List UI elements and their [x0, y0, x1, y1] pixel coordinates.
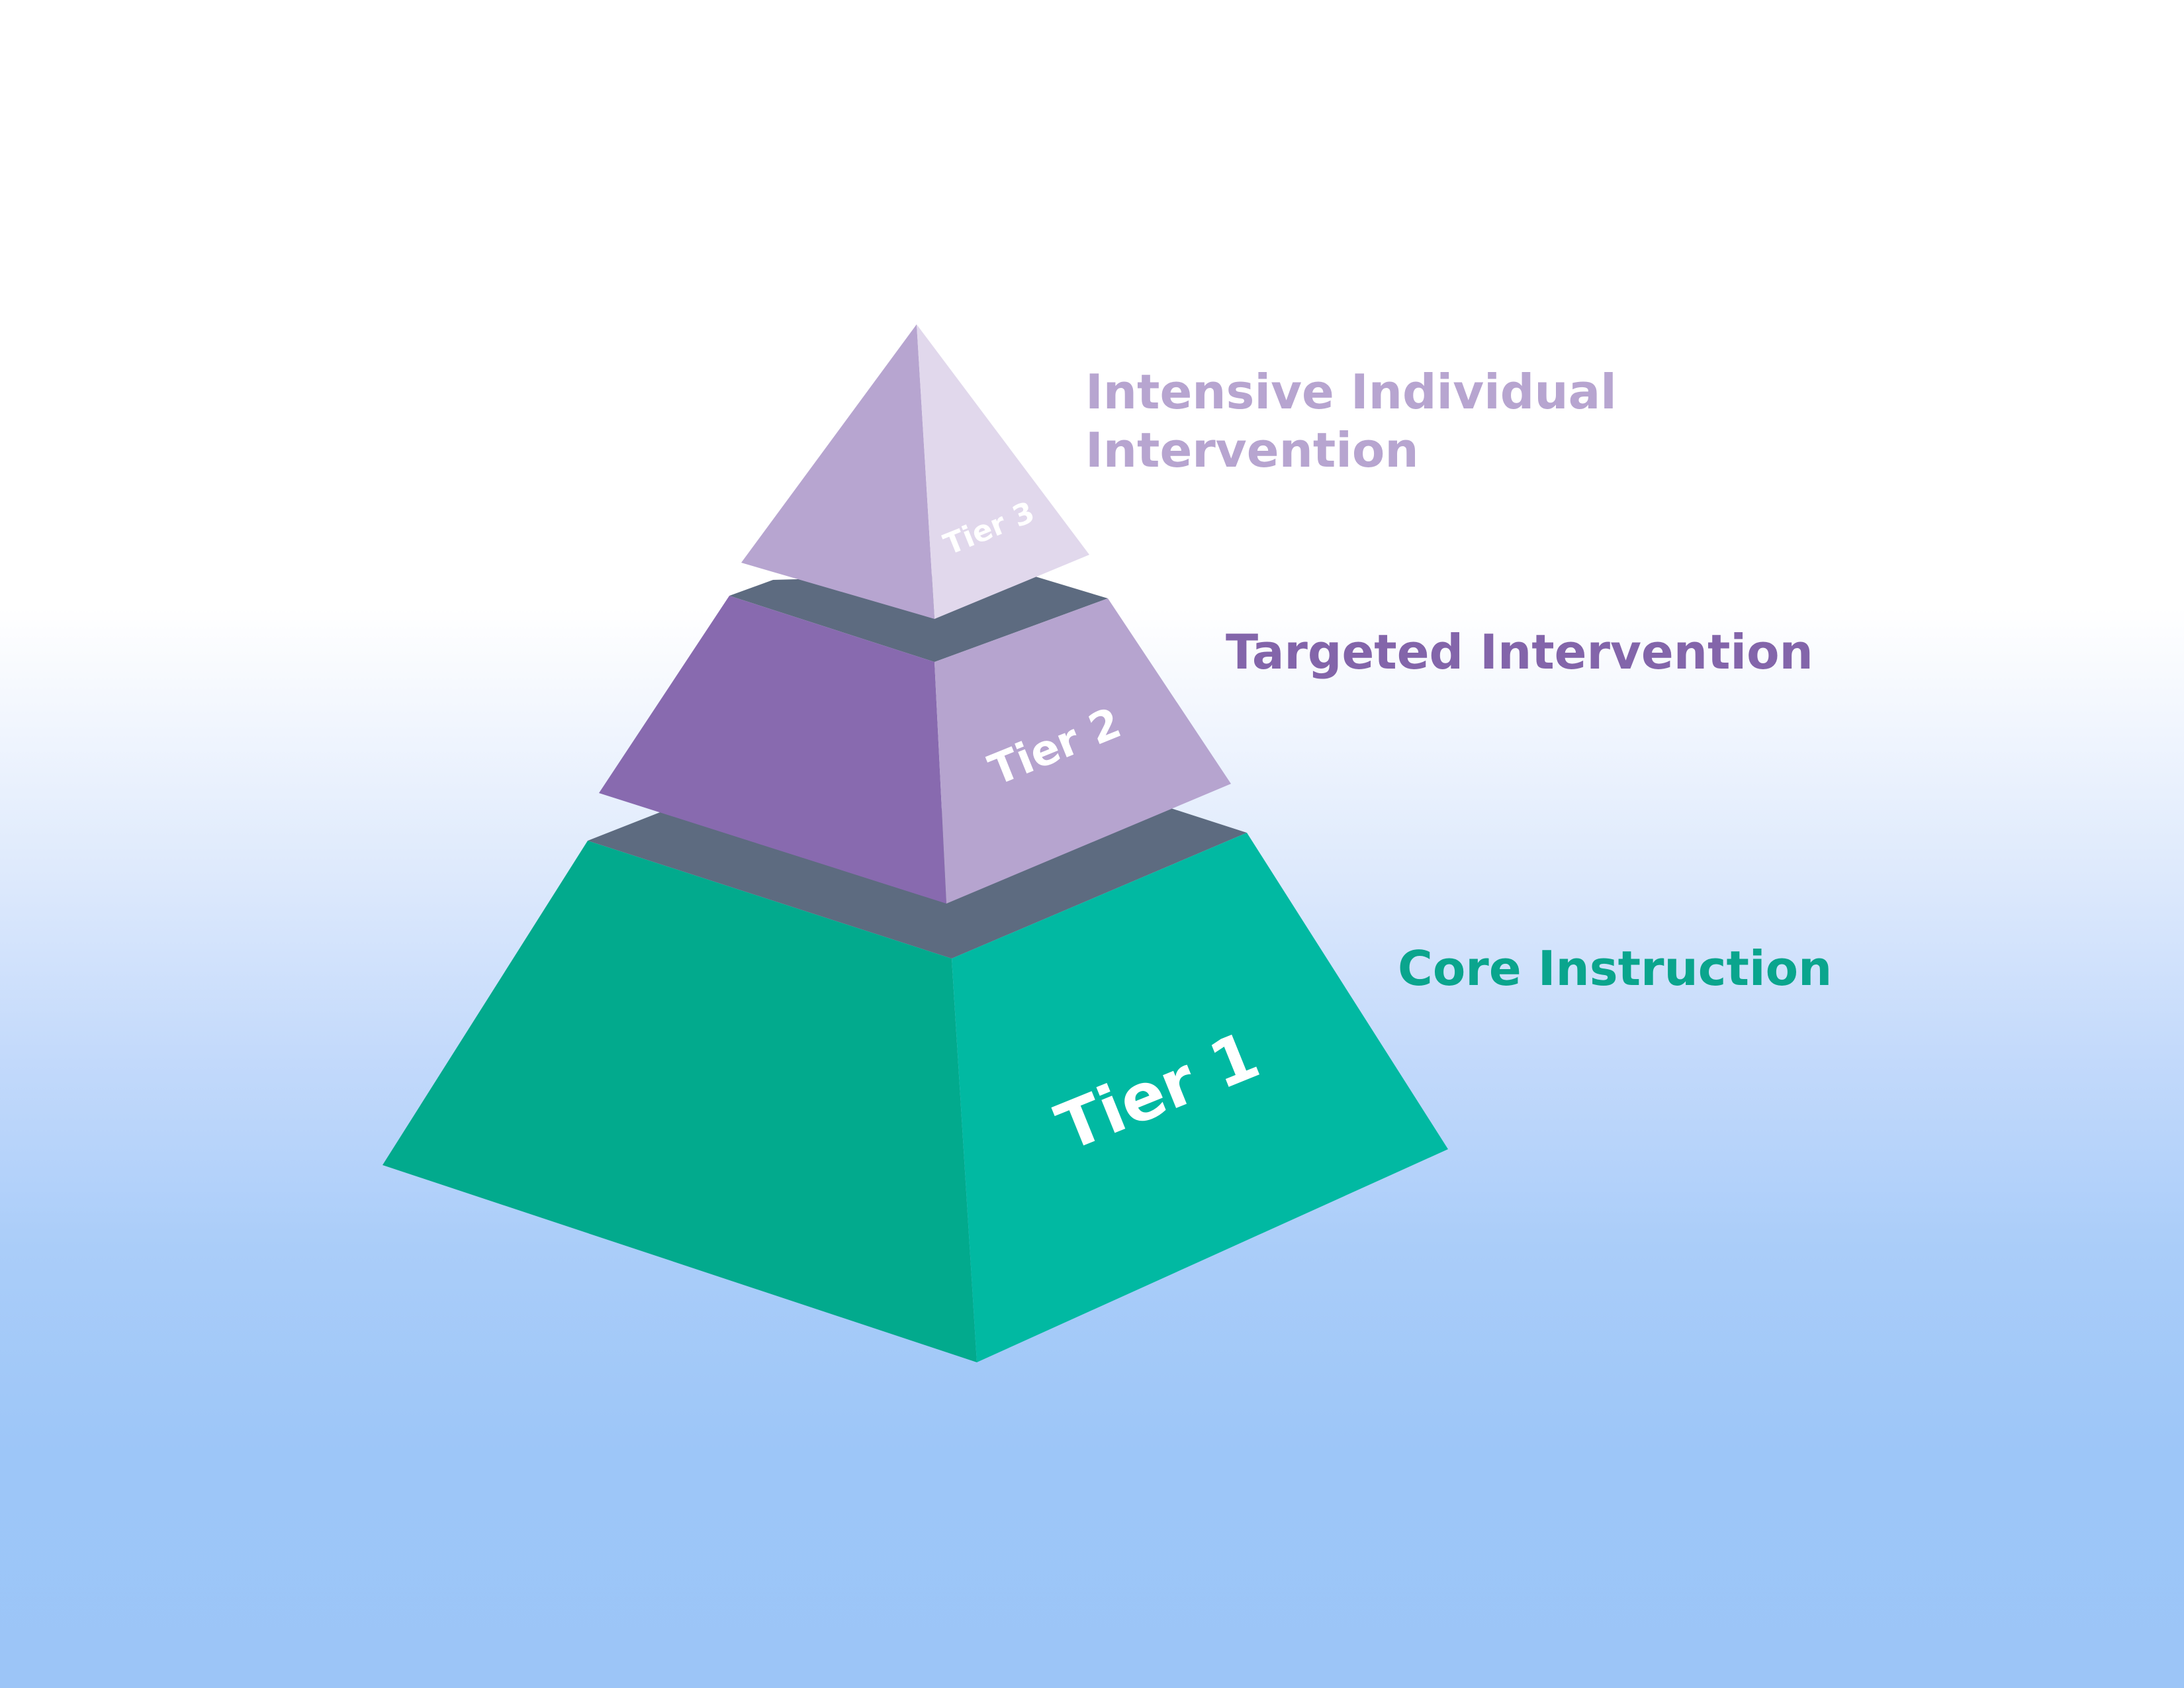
tier2-left-face	[599, 596, 946, 904]
tier3-left-face	[741, 324, 934, 619]
tier2-description: Targeted Intervention	[1226, 624, 1813, 680]
tier3-right-face	[917, 324, 1089, 619]
tier2-right-face	[934, 598, 1231, 904]
gap-shadow-upper	[729, 573, 1108, 662]
tier3-description: Intensive Individual Intervention	[1085, 364, 1617, 478]
tier1-description: Core Instruction	[1398, 941, 1833, 996]
tier1-right-face	[952, 833, 1448, 1362]
tier1-left-face	[383, 841, 977, 1362]
